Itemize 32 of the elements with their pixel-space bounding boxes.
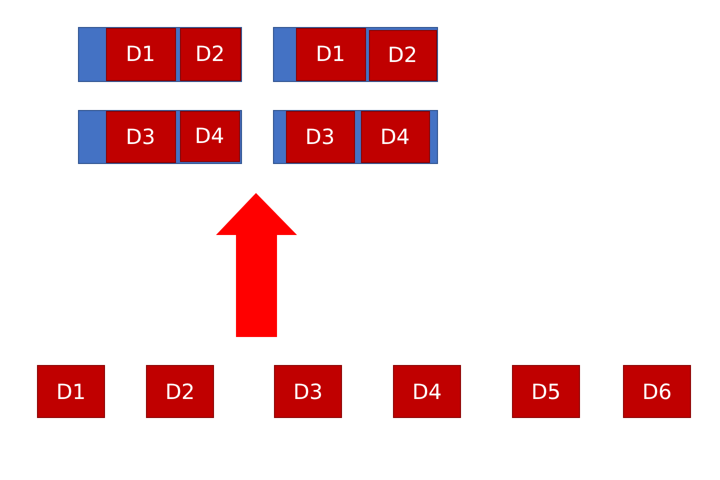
- data-block: [180, 110, 240, 162]
- block-label: D2: [195, 42, 225, 66]
- block-label: D4: [380, 124, 410, 148]
- block-label: D4: [412, 380, 442, 404]
- data-block: [296, 28, 366, 80]
- storage-bar: [78, 27, 242, 82]
- data-block: [393, 365, 461, 418]
- block-label: D2: [388, 43, 418, 67]
- data-block: [180, 28, 240, 80]
- block-label: D1: [126, 42, 156, 66]
- data-block: [37, 365, 105, 418]
- block-label: D3: [293, 380, 323, 404]
- data-block: [274, 365, 342, 418]
- data-block: [106, 28, 176, 80]
- block-label: D3: [126, 124, 156, 148]
- data-block: [512, 365, 580, 418]
- block-label: D2: [165, 380, 195, 404]
- data-block: [623, 365, 691, 418]
- data-block: [146, 365, 214, 418]
- block-label: D1: [56, 380, 86, 404]
- data-block: [368, 30, 436, 80]
- data-block: [286, 110, 354, 162]
- block-label: D1: [316, 42, 346, 66]
- data-block: [106, 110, 176, 162]
- data-block: [360, 110, 430, 162]
- block-label: D5: [531, 380, 561, 404]
- block-label: D4: [194, 124, 224, 148]
- storage-bar: [273, 27, 438, 82]
- block-label: D3: [305, 124, 335, 148]
- storage-bar: [78, 110, 242, 164]
- storage-bar: [273, 110, 438, 164]
- block-label: D6: [642, 380, 672, 404]
